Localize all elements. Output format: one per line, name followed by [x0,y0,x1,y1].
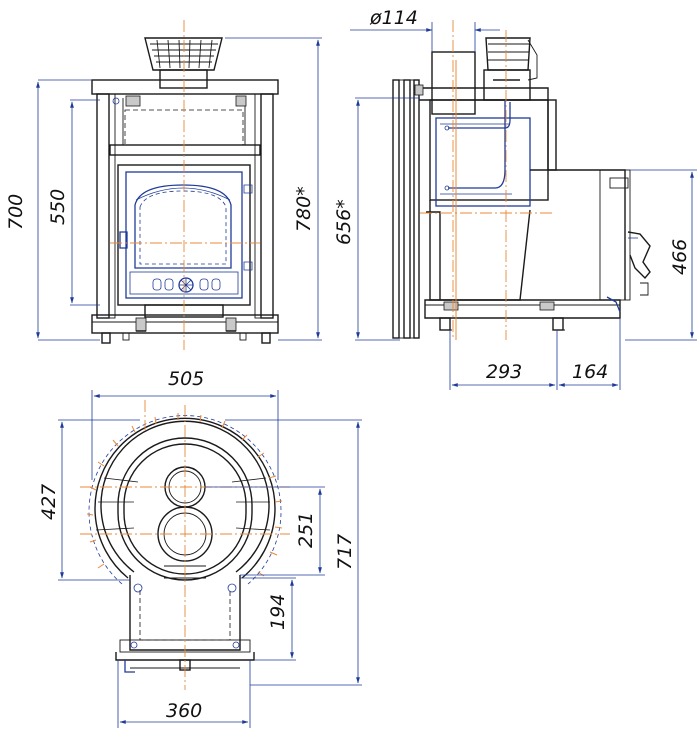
front-view: 700 550 780* [5,20,322,350]
dim-360: 360 [117,660,251,728]
front-frame [91,79,279,334]
dim-194-label: 194 [267,594,289,630]
dim-194: 194 [240,577,296,661]
plan-view: 505 427 251 717 194 360 [38,368,362,728]
dim-293-label: 293 [486,361,522,383]
dim-717-label: 717 [334,534,356,570]
dim-656-label: 656* [333,199,355,245]
dim-505-label: 505 [168,368,204,390]
dim-717: 717 [225,419,362,686]
dim-chimney-label: ø114 [369,7,418,29]
dim-466-label: 466 [669,239,691,275]
dim-550: 550 [47,99,100,306]
front-door [117,164,253,306]
side-body [392,79,651,339]
side-chimney: ø114 [350,7,538,115]
dim-251-label: 251 [295,512,317,548]
dim-656: 656* [333,97,420,341]
dim-360-label: 360 [166,700,202,722]
dim-293-164: 293 164 [449,318,621,390]
dim-505: 505 [91,368,279,480]
dim-466: 466 [625,169,697,341]
side-view: ø114 [333,7,697,390]
dim-164-label: 164 [572,361,608,383]
dim-780: 780* [225,37,322,341]
dim-550-label: 550 [47,189,69,225]
front-base [101,304,271,344]
dim-780-label: 780* [293,186,315,232]
dim-251: 251 [205,486,325,576]
dim-700-label: 700 [5,194,27,230]
dim-427-label: 427 [38,484,60,520]
dim-700: 700 [5,79,100,341]
dim-427: 427 [38,419,140,581]
